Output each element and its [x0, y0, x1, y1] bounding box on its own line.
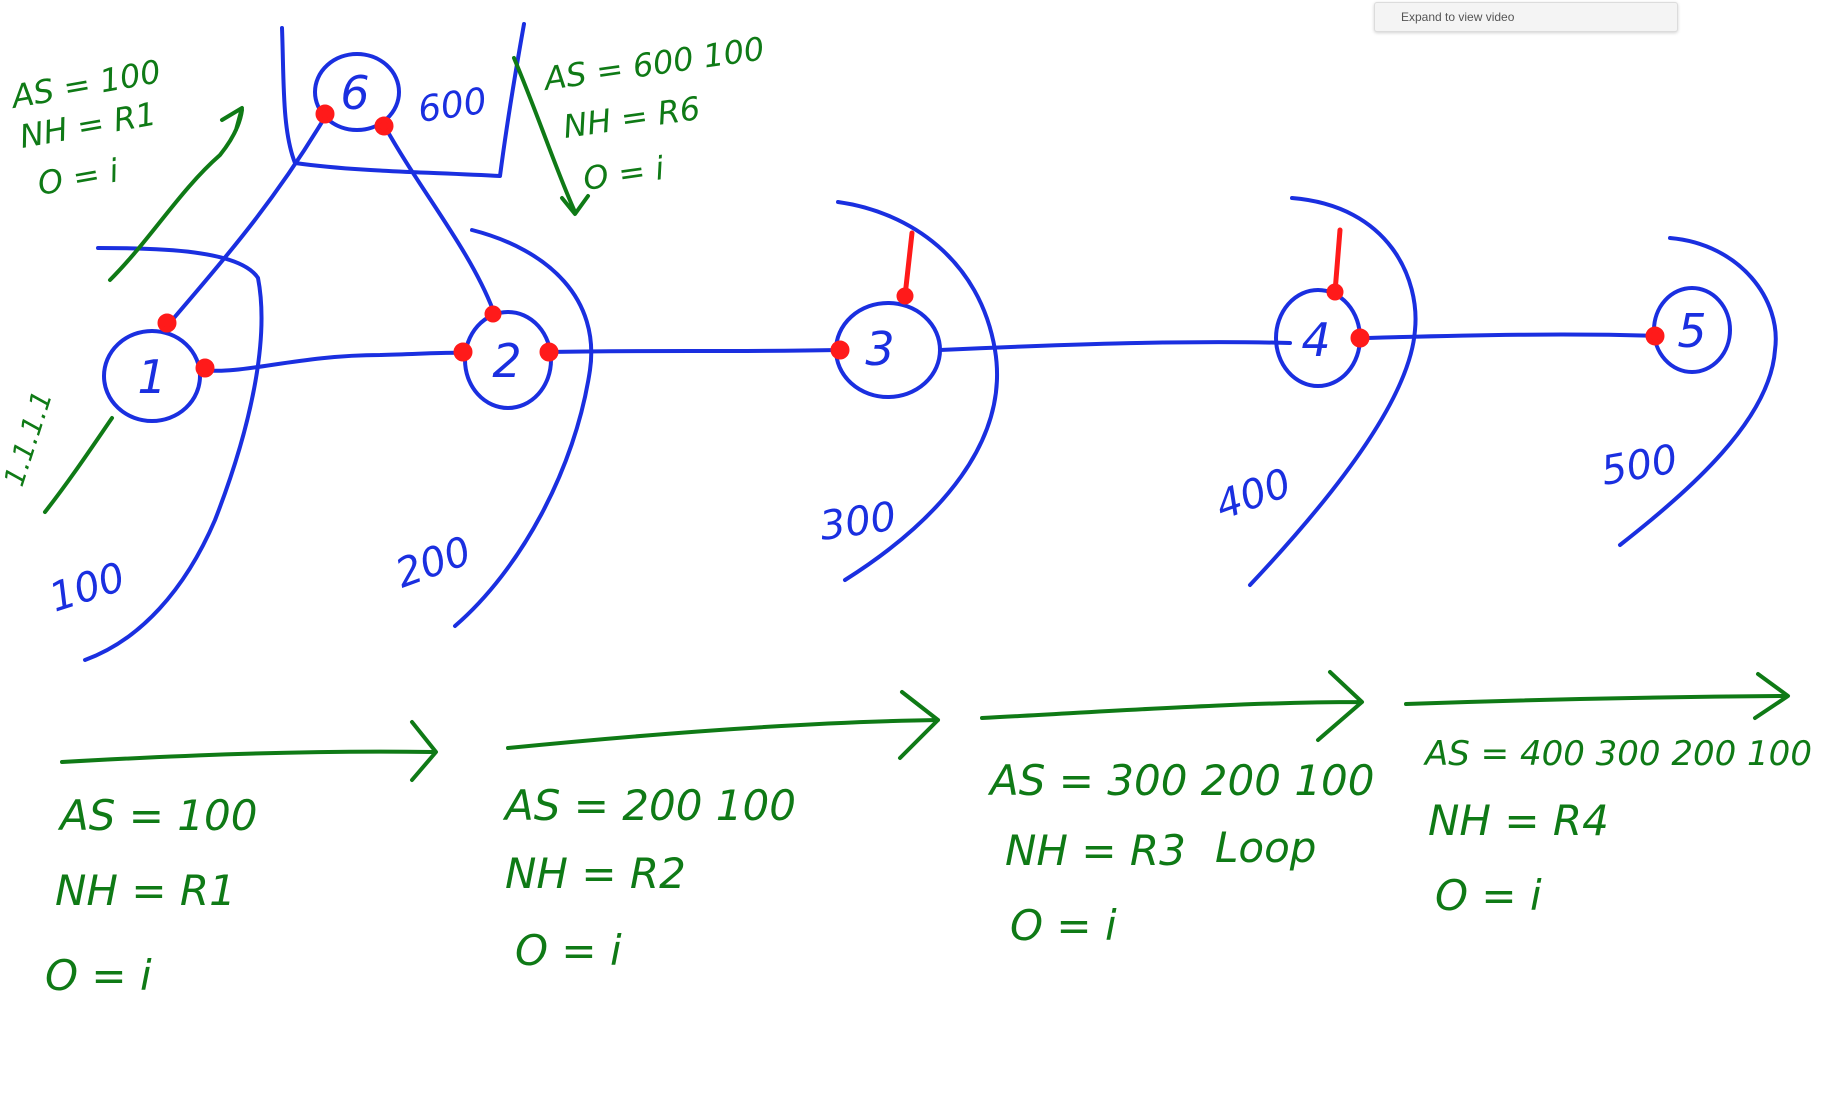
update-2-as-path: AS = 200 100: [502, 781, 796, 830]
update-4-origin: O = i: [1435, 871, 1542, 920]
update-3-next-hop: NH = R3: [1005, 826, 1186, 875]
as-500-boundary: [1618, 236, 1778, 547]
r1-to-r6-origin: O = i: [35, 151, 122, 203]
link-r1-r6: [166, 110, 330, 327]
update-1-next-hop: NH = R1: [55, 866, 236, 915]
link-r2-r3: [546, 348, 840, 354]
expand-video-button[interactable]: Expand to view video: [1374, 2, 1678, 32]
update-4-as-path: AS = 400 300 200 100: [1423, 734, 1812, 774]
router-r4-label: 4: [1301, 313, 1330, 367]
update-3-as-path: AS = 300 200 100: [987, 756, 1374, 805]
as-200-boundary: [453, 228, 594, 628]
link-r6-r2: [382, 123, 495, 312]
as-300-boundary: [836, 200, 999, 582]
interface-dot: [1350, 328, 1370, 348]
interface-dot: [1645, 326, 1665, 346]
link-r3-r4: [938, 340, 1292, 352]
arrow-update-2: [506, 690, 940, 760]
interface-dot: [157, 313, 177, 333]
interface-dot: [896, 287, 914, 305]
r4-external-stub: [1332, 227, 1343, 295]
interface-dot: [195, 358, 215, 378]
r3-external-stub: [902, 230, 915, 299]
interface-dot: [830, 340, 850, 360]
as-200-label: 200: [390, 528, 477, 597]
as-300-label: 300: [817, 494, 899, 550]
arrow-r1-to-r6: [108, 106, 244, 282]
update-1-as-path: AS = 100: [57, 791, 257, 840]
r6-to-r2-origin: O = i: [581, 149, 667, 198]
update-3-loop-note: Loop: [1215, 823, 1316, 872]
update-2-origin: O = i: [515, 926, 622, 975]
interface-dot: [1326, 283, 1344, 301]
router-r3-label: 3: [865, 322, 894, 376]
link-r4-r5: [1366, 332, 1662, 340]
r6-to-r2-as-path: AS = 600 100: [540, 29, 767, 98]
link-r1-r2: [203, 350, 470, 373]
update-2-next-hop: NH = R2: [505, 849, 686, 898]
update-1-origin: O = i: [45, 951, 152, 1000]
r6-to-r2-next-hop: NH = R6: [561, 89, 703, 146]
as-400-boundary: [1248, 196, 1418, 587]
as-500-label: 500: [1598, 436, 1681, 495]
interface-dot: [453, 342, 473, 362]
router-r5-label: 5: [1677, 304, 1706, 358]
router-r6-label: 6: [340, 66, 369, 120]
interface-dot: [539, 342, 559, 362]
router-r1-label: 1: [137, 350, 166, 404]
as-600-boundary: [280, 22, 526, 178]
router-r2-label: 2: [492, 334, 521, 388]
interface-dot: [374, 116, 394, 136]
as-100-boundary: [83, 246, 264, 662]
arrow-update-1: [60, 720, 438, 782]
arrow-update-4: [1404, 672, 1790, 720]
update-4-next-hop: NH = R4: [1428, 796, 1609, 845]
arrow-update-3: [980, 670, 1364, 742]
arrow-r6-to-r2: [512, 56, 590, 216]
interface-dot: [484, 305, 502, 323]
router-r6: [313, 52, 401, 132]
interface-dot: [315, 104, 335, 124]
prefix-label: 1.1.1.1: [0, 387, 59, 490]
as-600-label: 600: [416, 81, 490, 131]
update-3-origin: O = i: [1010, 901, 1117, 950]
as-100-label: 100: [44, 554, 131, 621]
prefix-origin-line: [43, 416, 114, 514]
as-400-label: 400: [1210, 460, 1297, 529]
